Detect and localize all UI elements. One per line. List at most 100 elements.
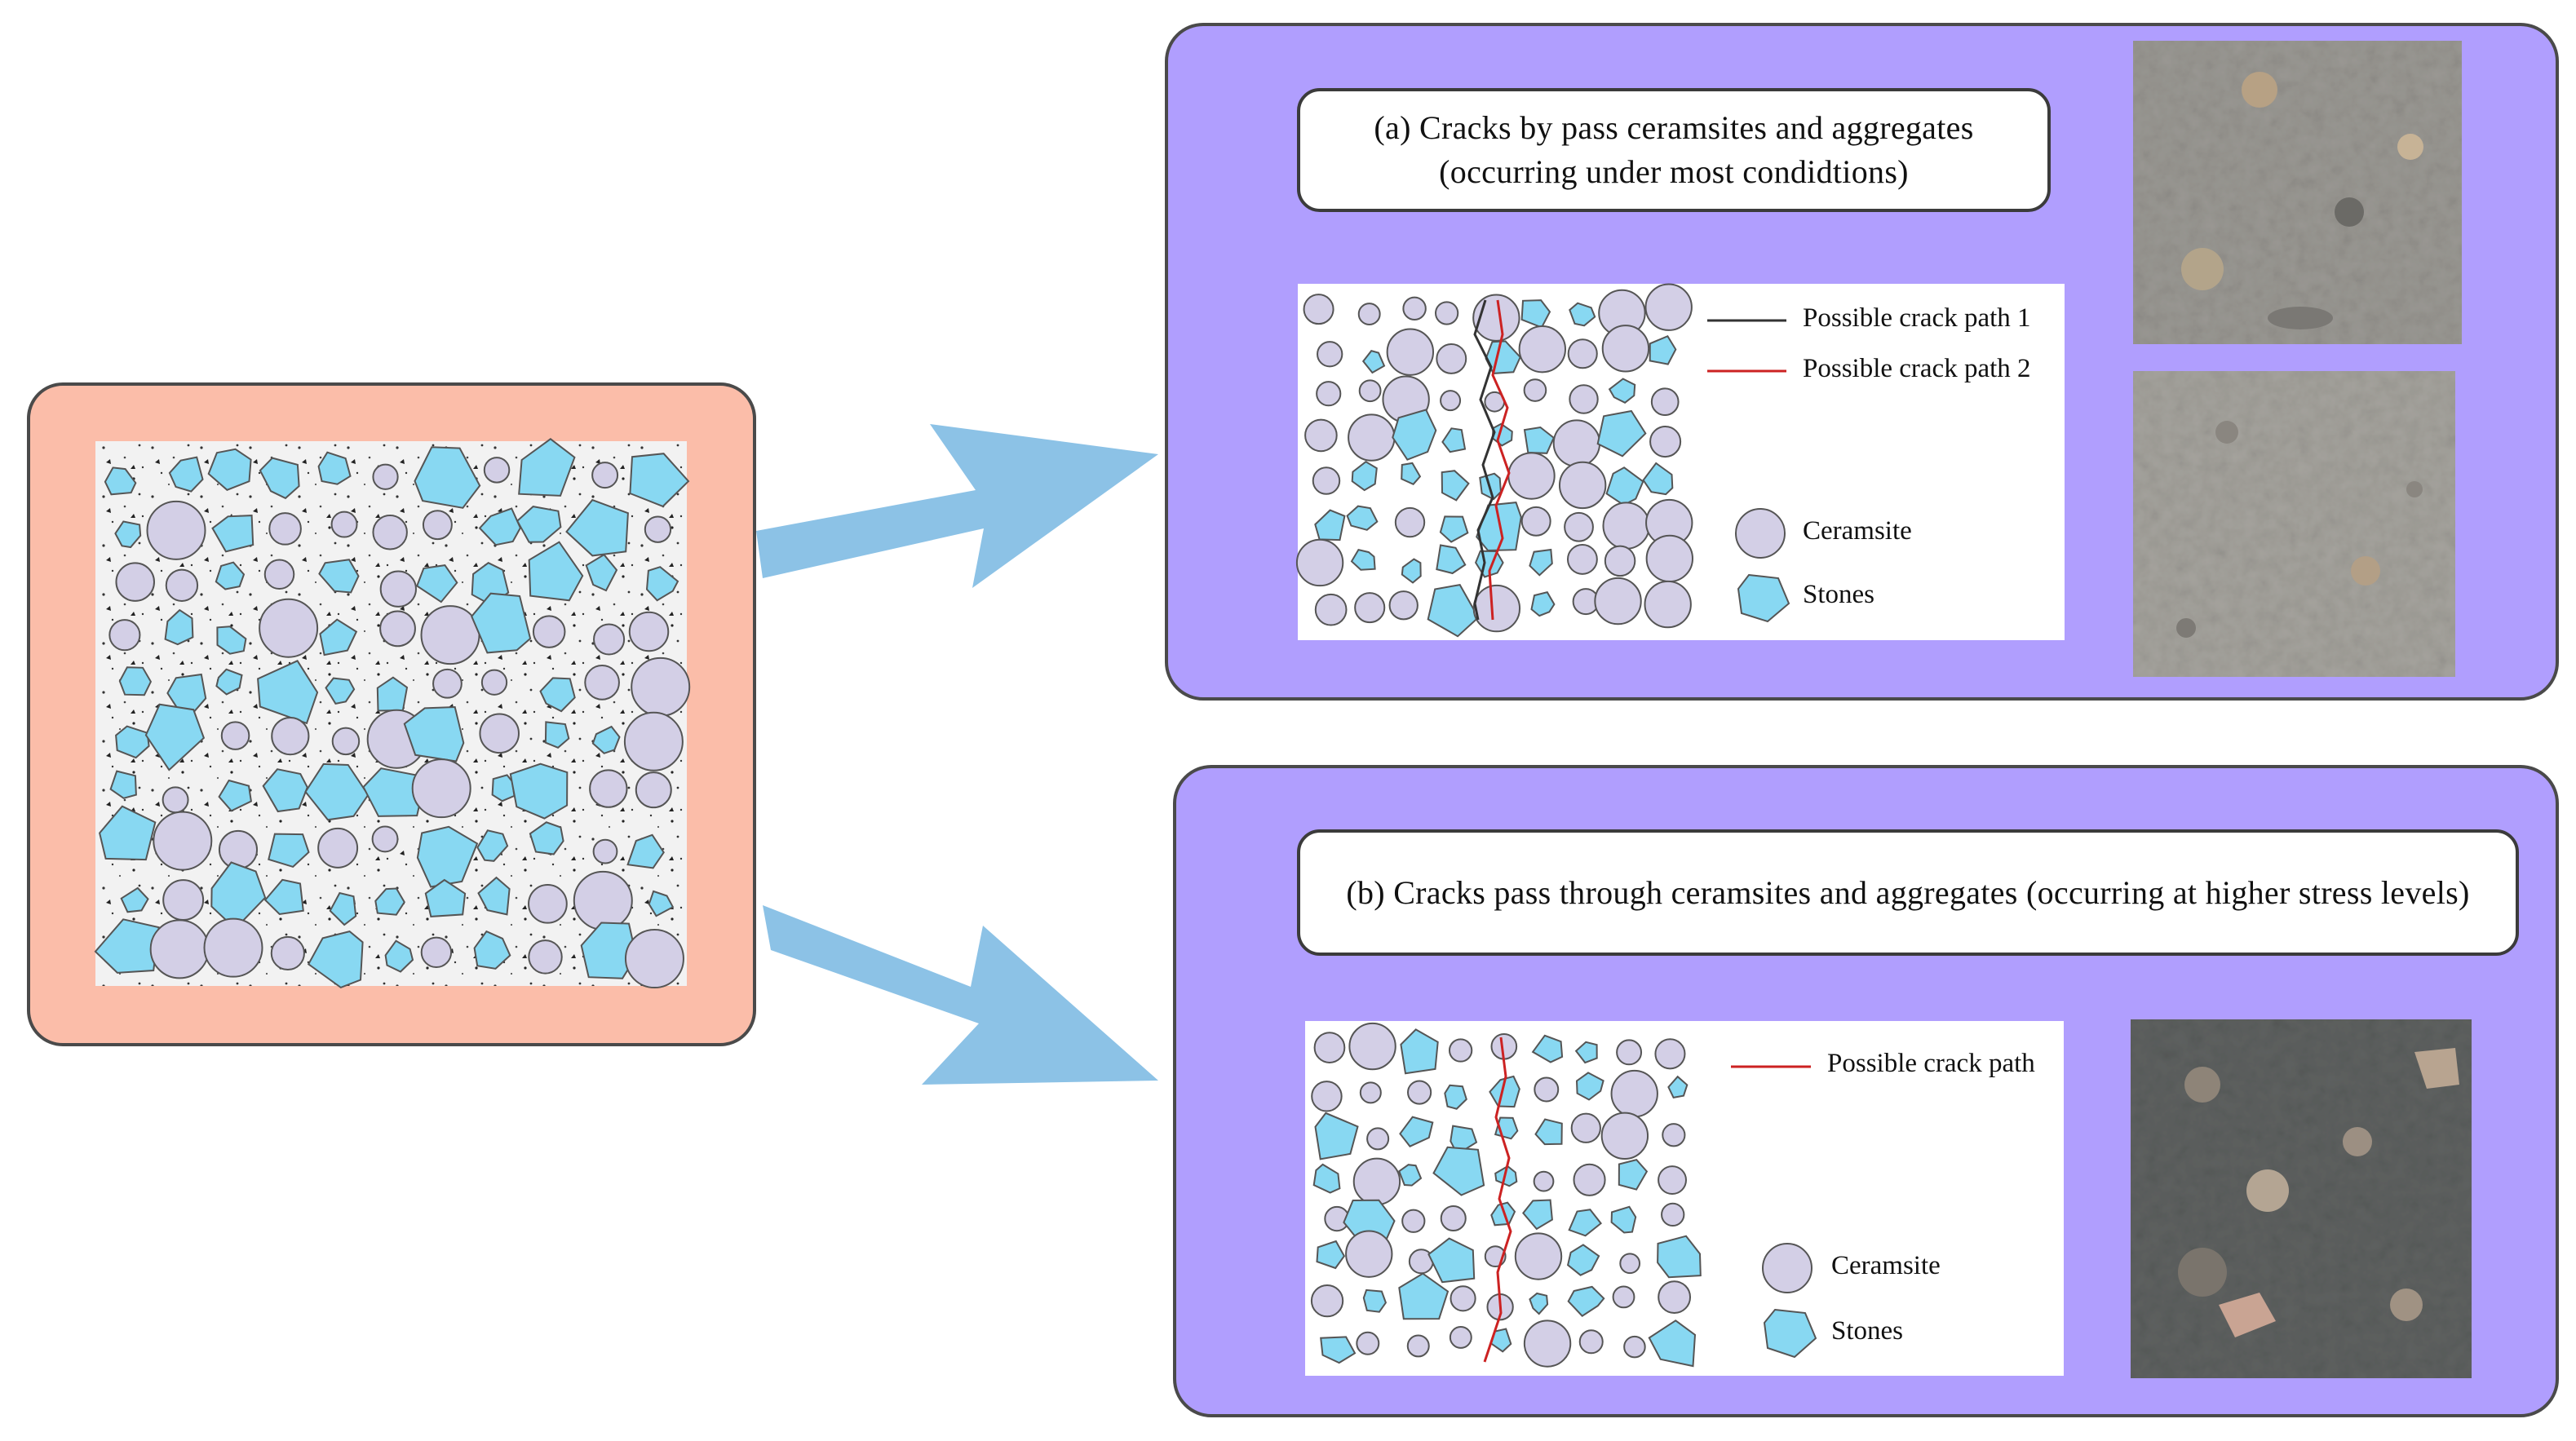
stone-particle [120,886,149,913]
stone-particle [317,451,352,485]
stone-particle [1529,1292,1549,1315]
stone-particle [268,833,310,869]
ceramsite-particle [153,811,213,871]
ceramsite-particle [644,515,672,543]
ceramsite-particle [1533,1170,1555,1192]
stone-particle [1439,515,1469,543]
legend-stones-label: Stones [1803,580,1875,609]
stone-particle [215,561,246,590]
stone-particle [109,770,137,799]
ceramsite-particle [1440,1205,1467,1232]
ceramsite-particle [483,457,511,484]
stone-particle [648,890,675,917]
ceramsite-particle [1357,303,1381,326]
stone-particle [1400,1028,1439,1075]
ceramsite-particle [379,610,416,648]
ceramsite-particle [1310,1284,1344,1318]
panel-a-title-line1: (a) Cracks by pass ceramsites and aggreg… [1374,109,1974,146]
ceramsite-particle [528,939,563,975]
ceramsite-particle [623,711,684,771]
legend-crack-path-1-label: Possible crack path 1 [1803,303,2031,333]
ceramsite-particle [1610,1069,1658,1118]
stone-particle [1441,427,1467,453]
panel-a-particles [1295,283,1694,638]
stone-particle [319,618,358,656]
crack-path-1 [1473,299,1496,621]
stone-particle [415,564,458,603]
stone-particle [362,767,427,817]
arrow-to-panel-b [763,905,1158,1085]
stone-particle [1314,509,1346,541]
ceramsite-particle [422,510,453,541]
stone-particle [471,592,532,654]
panel-a-photo-bottom [2133,371,2455,677]
ceramsite-particle [1644,580,1692,629]
ceramsite-particle [317,827,359,869]
ceramsite-particle [1345,1230,1393,1278]
ceramsite-particle [1601,325,1650,373]
ceramsite-particle [420,605,480,665]
legend-ceramsite-label: Ceramsite [1803,516,1912,546]
ceramsite-particle [1594,577,1642,625]
stone-particle [259,457,300,500]
stone-particle [1529,548,1553,577]
ceramsite-particle [1578,1329,1604,1355]
ceramsite-particle [528,883,568,924]
ceramsite-particle [372,515,408,550]
stone-particle [1574,1041,1598,1064]
ceramsite-particle [1359,1081,1382,1104]
stone-particle [1351,460,1378,492]
stone-particle [1312,1163,1341,1194]
legend-crack-path-2-label: Possible crack path 2 [1803,354,2031,383]
ceramsite-particle [1600,1112,1649,1160]
ceramsite-particle [270,935,305,971]
ceramsite-particle [162,786,189,814]
ceramsite-particle [1448,1038,1473,1063]
stone-particle [416,825,479,888]
ceramsite-particle [1348,413,1396,462]
ceramsite-particle [1386,328,1435,376]
stone-particle [118,666,153,696]
stone-particle [1567,1285,1605,1317]
ceramsite-particle [330,511,358,538]
stone-particle [325,677,356,705]
stone-particle [262,768,308,813]
ceramsite-particle [1317,341,1343,368]
ceramsite-particle [635,771,672,809]
ceramsite-particle [573,870,633,930]
stone-particle [1642,462,1674,496]
ceramsite-particle [1314,593,1348,626]
stone-particle [1522,1199,1553,1231]
stone-particle [1392,409,1437,461]
ceramsite-particle [1436,343,1467,374]
ceramsite-particle [1604,545,1636,577]
ceramsite-particle [1356,1331,1380,1355]
stone-particle [144,703,206,771]
ceramsite-particle [1304,418,1338,453]
panel-a-photo-top [2133,41,2462,344]
stone-particle [263,878,304,916]
panel-b-particles [1310,1022,1702,1368]
stone-particle [1520,299,1551,329]
ceramsite-particle [372,463,399,490]
panel-a-title-line2: (occurring under most condidtions) [1439,153,1909,190]
stone-particle [1649,334,1677,365]
ceramsite-particle [203,917,263,978]
stone-particle [1596,409,1647,457]
stone-particle [1401,462,1422,486]
stone-particle [329,891,357,926]
stone-particle [318,559,360,594]
legend-crack-path-label: Possible crack path [1827,1049,2035,1078]
stone-particle [626,833,665,869]
stone-particle [1432,1146,1485,1196]
ceramsite-particle [1472,294,1520,342]
stone-particle [1316,1240,1346,1270]
stone-particle [591,725,621,754]
ceramsite-particle [1645,534,1694,583]
ceramsite-particle [1449,1325,1472,1349]
ceramsite-particle [1623,1335,1646,1359]
stone-particle [473,930,511,970]
stone-particle [544,721,570,749]
ceramsite-particle [115,562,156,602]
